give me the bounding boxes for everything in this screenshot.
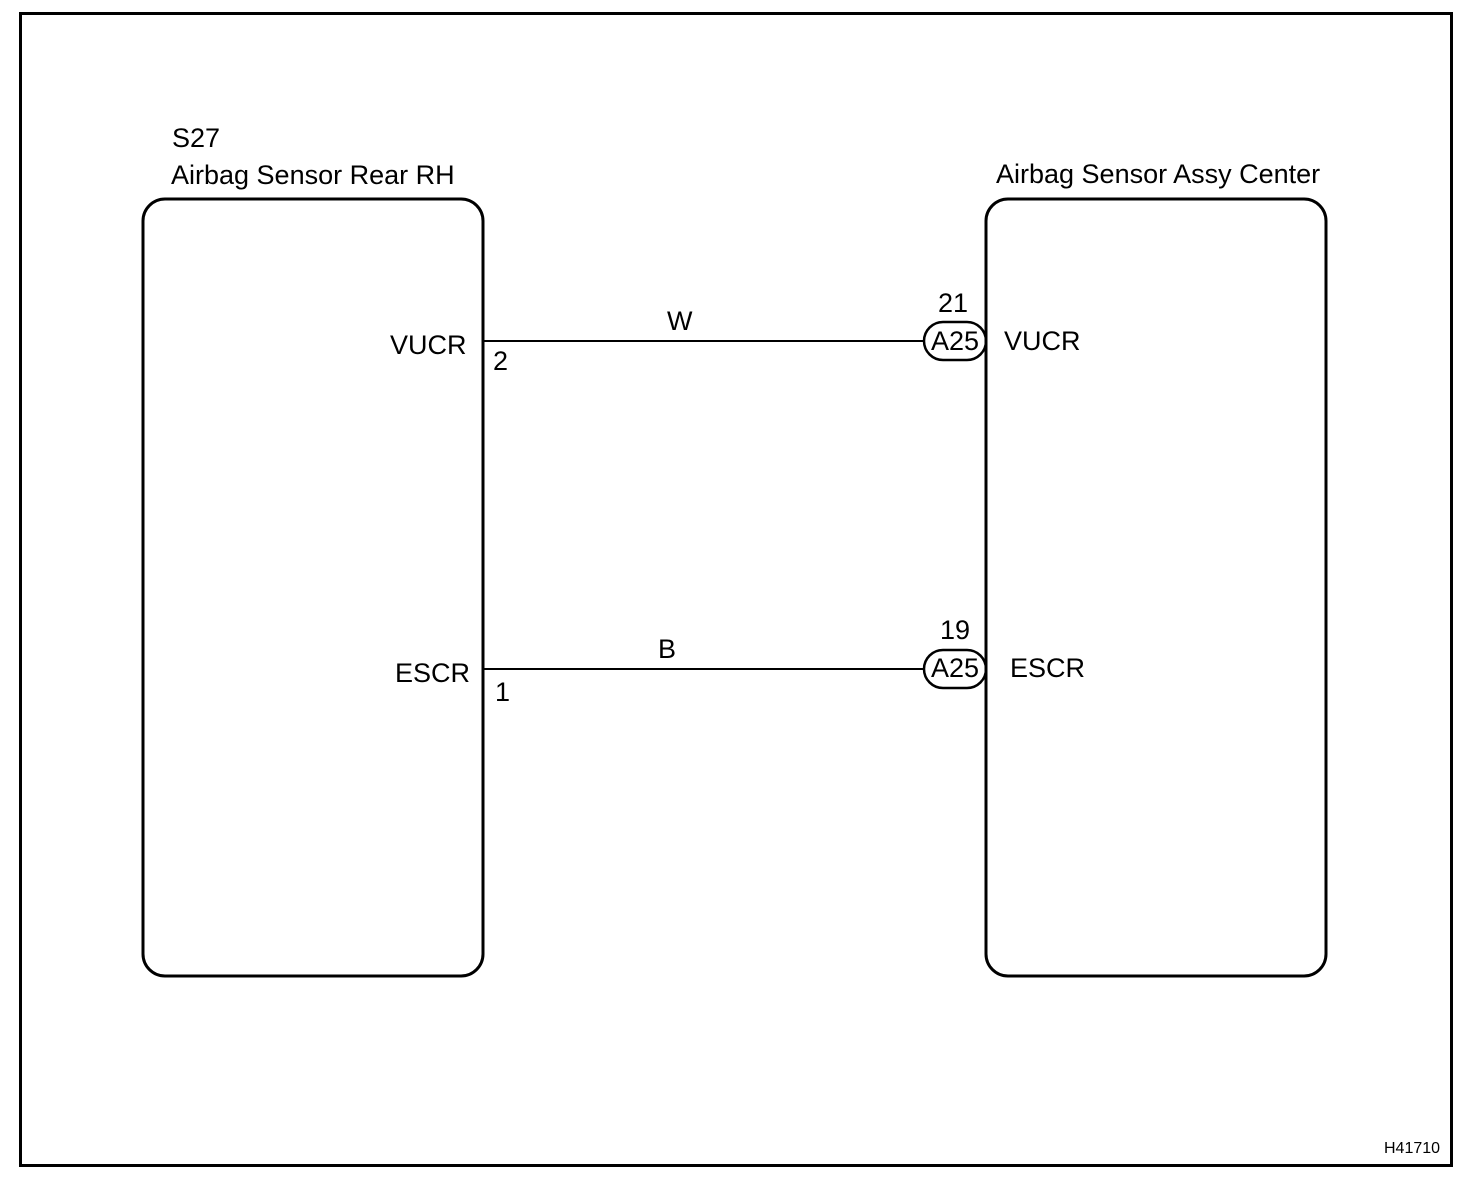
- connector-label-vucr: A25: [931, 326, 980, 356]
- diagram-frame: [19, 12, 1453, 1167]
- left-component-box: [141, 197, 485, 978]
- right-component-name: Airbag Sensor Assy Center: [996, 159, 1321, 189]
- right-pin-label-vucr: VUCR: [1004, 326, 1081, 356]
- wire-color-escr: B: [658, 634, 677, 664]
- right-pin-label-escr: ESCR: [1010, 653, 1086, 683]
- wire-color-vucr: W: [667, 306, 693, 336]
- left-pin-number-escr: 1: [495, 677, 511, 707]
- right-pin-number-escr: 19: [940, 615, 971, 645]
- right-pin-number-vucr: 21: [938, 288, 969, 318]
- left-pin-label-escr: ESCR: [395, 658, 471, 688]
- left-component-code: S27: [172, 123, 221, 153]
- figure-id: H41710: [1384, 1140, 1441, 1157]
- left-pin-number-vucr: 2: [493, 346, 509, 376]
- left-component-name: Airbag Sensor Rear RH: [171, 160, 455, 190]
- connector-label-escr: A25: [931, 653, 980, 683]
- left-pin-label-vucr: VUCR: [390, 330, 467, 360]
- right-component-box: [984, 197, 1328, 978]
